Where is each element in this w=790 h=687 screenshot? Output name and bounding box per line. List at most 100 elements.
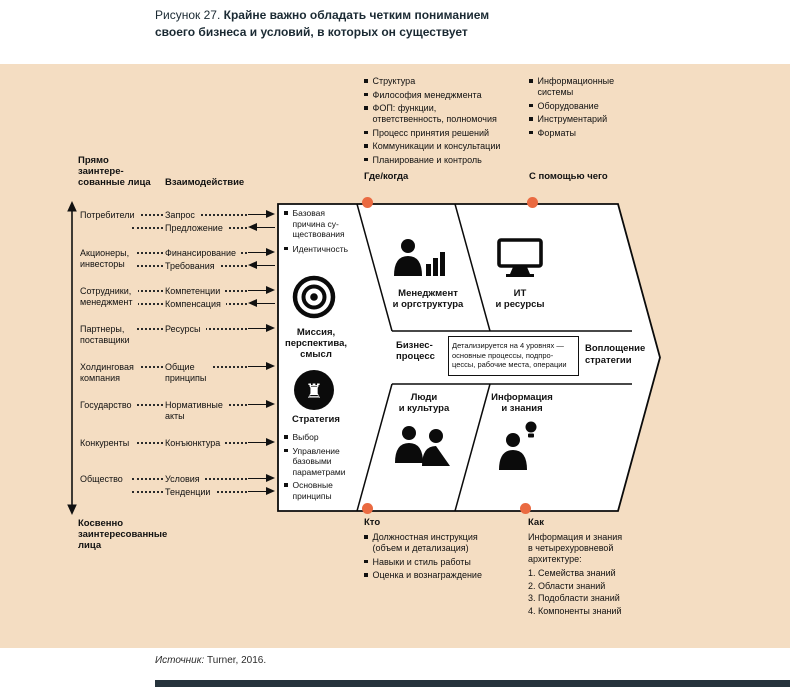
source-line: Источник: Turner, 2016. bbox=[155, 655, 266, 666]
note-text: Основные принципы bbox=[292, 480, 333, 501]
right-arrow-icon bbox=[248, 248, 275, 257]
bullet-icon bbox=[284, 435, 288, 439]
bullet-icon bbox=[284, 211, 288, 215]
with-what-label: С помощью чего bbox=[529, 171, 608, 182]
figure-number: Рисунок 27. bbox=[155, 8, 221, 22]
info-cell-label: Информация и знания bbox=[491, 392, 553, 414]
right-arrow-icon bbox=[248, 400, 275, 409]
list-item: Философия менеджмента bbox=[372, 89, 482, 100]
bullet-icon bbox=[529, 130, 533, 135]
interaction-label: Условия bbox=[165, 474, 205, 485]
stakeholder-name: Партнеры, поставщики bbox=[80, 324, 135, 346]
interaction-label: Общие принципы bbox=[165, 362, 212, 384]
people-cell-label: Люди и культура bbox=[398, 392, 450, 414]
direct-stakeholders-header: Прямо заинтере- сованные лица bbox=[78, 155, 151, 188]
how-intro: Информация и знания в четырехуровневой а… bbox=[528, 532, 623, 564]
stakeholder-name: Государство bbox=[80, 400, 137, 411]
stakeholder-name: Холдинговая компания bbox=[80, 362, 139, 384]
figure-title: Рисунок 27. Крайне важно обладать четким… bbox=[155, 7, 489, 40]
interaction-header: Взаимодействие bbox=[165, 177, 245, 188]
list-item: Инструментарий bbox=[537, 114, 608, 124]
left-arrow-icon bbox=[248, 261, 275, 270]
stakeholder-name: Сотрудники, менеджмент bbox=[80, 286, 138, 308]
callout-dot bbox=[362, 503, 373, 514]
list-item: Структура bbox=[372, 76, 416, 86]
note-text: Базовая причина су- ществования bbox=[292, 208, 345, 239]
interaction-label: Требования bbox=[165, 261, 220, 272]
bullet-icon bbox=[529, 117, 533, 121]
bullet-icon bbox=[364, 573, 368, 577]
left-arrow-icon bbox=[248, 223, 275, 232]
interaction-label: Запрос bbox=[165, 210, 200, 221]
right-arrow-icon bbox=[248, 210, 275, 219]
bullet-icon bbox=[364, 130, 368, 135]
bullet-icon bbox=[284, 246, 288, 251]
who-list: Должностная инструкция (объем и детализа… bbox=[364, 532, 482, 581]
right-arrow-icon bbox=[248, 438, 275, 447]
mission-label: Миссия, перспектива, смысл bbox=[284, 327, 347, 360]
bullet-icon bbox=[364, 157, 368, 162]
it-cell-label: ИТ и ресурсы bbox=[495, 288, 545, 310]
source-value: Turner, 2016. bbox=[207, 655, 267, 666]
with-what-list: Информационные системы Оборудование Инст… bbox=[529, 76, 614, 139]
interaction-label: Ресурсы bbox=[165, 324, 206, 335]
list-item: Оценка и вознаграждение bbox=[372, 570, 482, 580]
list-item: 3. Подобласти знаний bbox=[528, 593, 620, 603]
interaction-label: Компенсация bbox=[165, 299, 226, 310]
bullet-icon bbox=[364, 559, 368, 564]
list-item: Планирование и контроль bbox=[372, 154, 482, 165]
how-label: Как bbox=[528, 517, 544, 528]
mission-notes-list: Базовая причина су- ществования Идентичн… bbox=[284, 208, 348, 254]
how-numbered-list: 1. Семейства знаний 2. Области знаний 3.… bbox=[528, 568, 622, 617]
interaction-label: Нормативные акты bbox=[165, 400, 228, 422]
list-item: Коммуникации и консультации bbox=[372, 141, 501, 151]
note-text: Управление базовыми параметрами bbox=[292, 445, 346, 477]
bullet-icon bbox=[364, 79, 368, 83]
callout-dot bbox=[520, 503, 531, 514]
list-item: 2. Области знаний bbox=[528, 580, 606, 591]
bullet-icon bbox=[529, 103, 533, 108]
interaction-label: Предложение bbox=[165, 223, 228, 234]
strategy-label: Стратегия bbox=[292, 414, 340, 425]
bullet-icon bbox=[284, 448, 288, 453]
bullet-icon bbox=[364, 92, 368, 97]
interaction-label: Конъюнктура bbox=[165, 438, 226, 449]
right-arrow-icon bbox=[248, 324, 275, 333]
right-arrow-icon bbox=[248, 474, 275, 483]
stakeholder-name: Потребители bbox=[80, 210, 140, 221]
bullet-icon bbox=[364, 106, 368, 110]
list-item: Информационные системы bbox=[537, 76, 615, 97]
where-when-list: Структура Философия менеджмента ФОП: фун… bbox=[364, 76, 500, 166]
stakeholder-name: Конкуренты bbox=[80, 438, 135, 449]
list-item: Оборудование bbox=[537, 100, 599, 111]
right-arrow-icon bbox=[248, 362, 275, 371]
stakeholder-name: Акционеры, инвесторы bbox=[80, 248, 135, 270]
note-text: Выбор bbox=[292, 432, 319, 442]
source-label: Источник: bbox=[155, 655, 205, 666]
list-item: Форматы bbox=[537, 127, 576, 138]
who-label: Кто bbox=[364, 517, 381, 528]
indirect-stakeholders-footer: Косвенно заинтересованные лица bbox=[78, 518, 168, 551]
callout-dot bbox=[527, 197, 538, 208]
interaction-label: Финансирование bbox=[165, 248, 242, 259]
strategy-notes-list: Выбор Управление базовыми параметрами Ос… bbox=[284, 432, 346, 501]
callout-dot bbox=[362, 197, 373, 208]
title-line-1: Крайне важно обладать четким пониманием bbox=[223, 8, 490, 22]
list-item: Процесс принятия решений bbox=[372, 127, 490, 138]
right-arrow-icon bbox=[248, 487, 275, 496]
list-item: Должностная инструкция (объем и детализа… bbox=[372, 532, 478, 553]
bullet-icon bbox=[529, 79, 533, 83]
management-cell-label: Менеджмент и оргструктура bbox=[392, 288, 464, 310]
interaction-label: Тенденции bbox=[165, 487, 216, 498]
strategy-execution-label: Воплощение стратегии bbox=[585, 343, 646, 366]
process-label: Бизнес- процесс bbox=[396, 340, 435, 362]
left-arrow-icon bbox=[248, 299, 275, 308]
page-bottom-bar bbox=[155, 680, 790, 687]
list-item: 1. Семейства знаний bbox=[528, 568, 616, 578]
right-arrow-icon bbox=[248, 286, 275, 295]
process-note-box: Детализируется на 4 уровнях — основные п… bbox=[448, 336, 579, 376]
list-item: 4. Компоненты знаний bbox=[528, 605, 622, 616]
note-text: Идентичность bbox=[292, 243, 349, 254]
bullet-icon bbox=[364, 535, 368, 539]
